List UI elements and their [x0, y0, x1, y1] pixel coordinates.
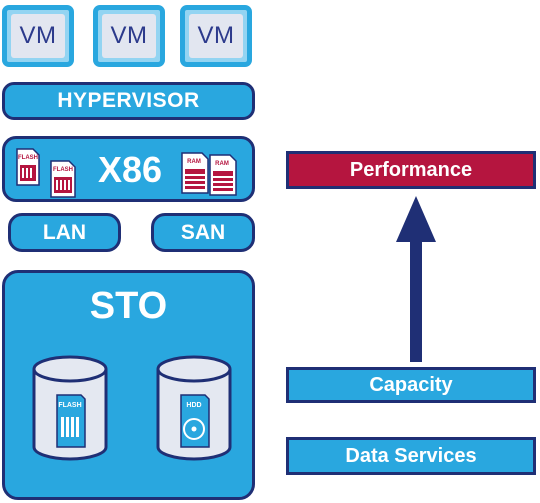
flash-drive: FLASH [31, 355, 109, 468]
flash-chip-label-2: FLASH [53, 167, 73, 173]
vm-box-2: VM [93, 5, 165, 67]
hypervisor-bar: HYPERVISOR [2, 82, 255, 120]
flash-drive-label: FLASH [58, 402, 81, 409]
capacity-bar: Capacity [286, 367, 536, 403]
storage-label: STO [89, 285, 168, 327]
up-arrow-icon [396, 196, 436, 367]
flash-chip-label-1: FLASH [18, 155, 38, 161]
vm-label-2: VM [102, 14, 156, 58]
flash-chip-icon: FLASH [49, 159, 77, 199]
ram-chip-icon: RAM [208, 153, 238, 197]
flash-chip-icon: FLASH [15, 147, 41, 187]
vm-box-1: VM [2, 5, 74, 67]
san-bar: SAN [151, 213, 255, 252]
data-services-bar: Data Services [286, 437, 536, 475]
performance-bar: Performance [286, 151, 536, 189]
disk-platter-icon: HDD [180, 394, 210, 448]
flash-chip-icon: FLASH [56, 394, 86, 448]
ram-chip-icon: RAM [180, 151, 210, 195]
vm-label-3: VM [189, 14, 243, 58]
vm-box-3: VM [180, 5, 252, 67]
ram-chip-label-2: RAM [215, 161, 229, 167]
hdd-drive-label: HDD [186, 402, 201, 409]
x86-compute-box: FLASH FLASH X86 RAM RAM [2, 136, 255, 202]
lan-bar: LAN [8, 213, 121, 252]
storage-box: STO FLASH HDD [2, 270, 255, 500]
hdd-drive: HDD [155, 355, 233, 468]
ram-chip-label-1: RAM [187, 159, 201, 165]
x86-label: X86 [98, 149, 163, 190]
vm-label-1: VM [11, 14, 65, 58]
